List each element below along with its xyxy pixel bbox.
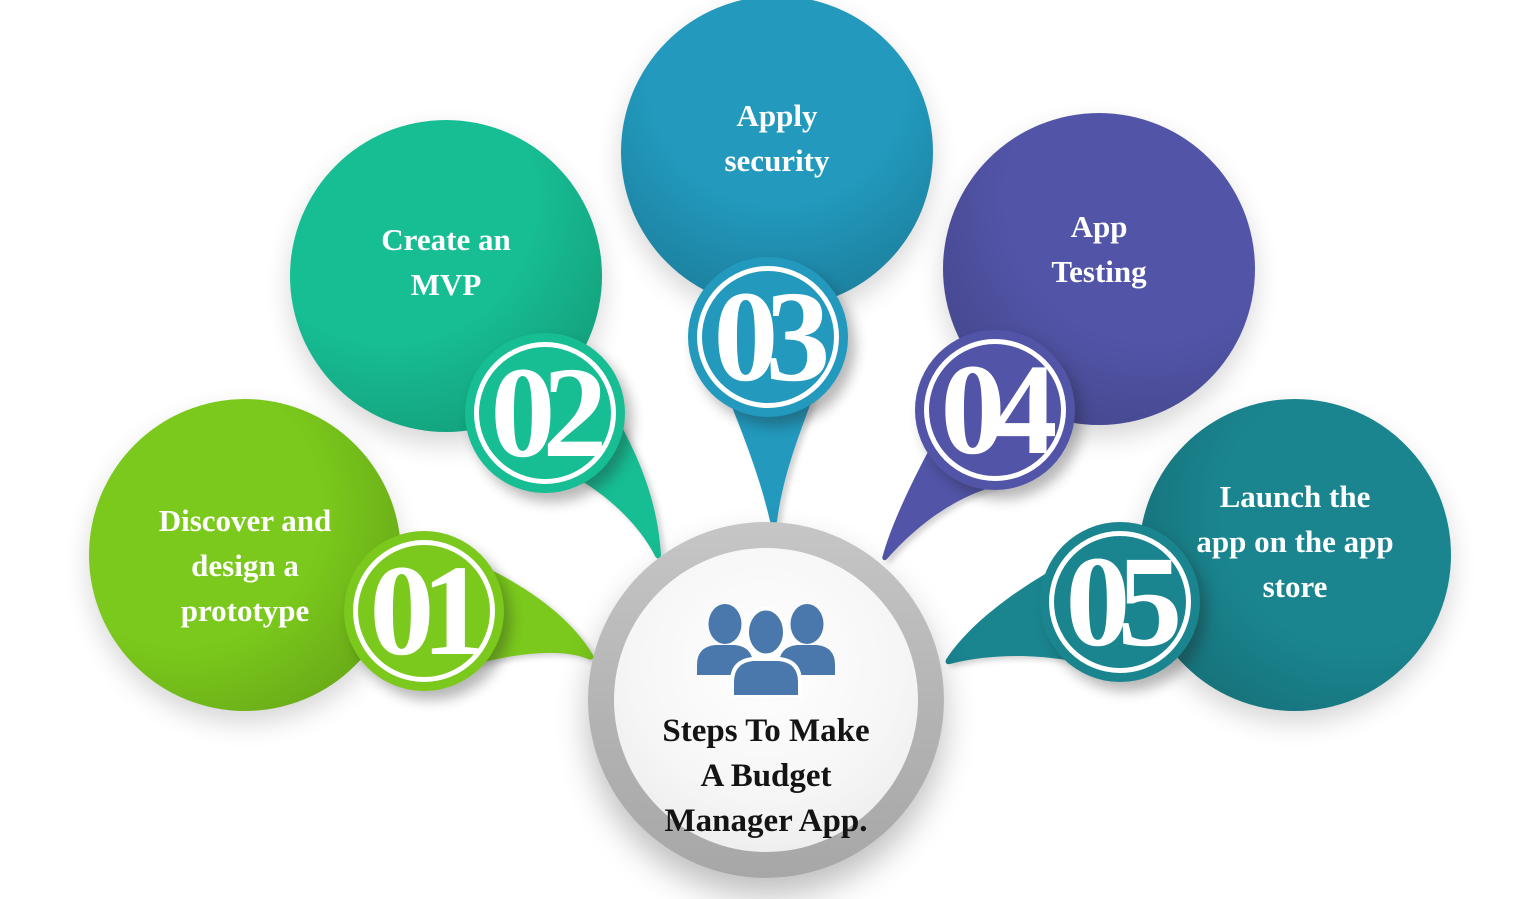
number-ring <box>353 540 495 682</box>
step-3-label: Apply security <box>621 0 933 294</box>
label-line: Testing <box>1051 254 1147 289</box>
step-5-bubble: Launch the app on the app store <box>1139 399 1451 711</box>
number-ring <box>924 339 1066 481</box>
title-line: A Budget <box>700 757 832 794</box>
number-ring <box>697 266 839 408</box>
step-2-number-badge: 02 <box>465 333 625 493</box>
step-5-number: 05 <box>1065 530 1182 674</box>
step-1-number-badge: 01 <box>344 531 504 691</box>
label-line: security <box>724 143 830 178</box>
step-2-label: Create an MVP <box>290 106 602 418</box>
step-5-label: Launch the app on the app store <box>1139 385 1451 697</box>
number-ring <box>1049 531 1191 673</box>
label-line: prototype <box>180 592 310 628</box>
label-line: Apply <box>736 98 818 133</box>
step-3-bubble: Apply security <box>621 0 933 308</box>
step-2-bubble: Create an MVP <box>290 120 602 432</box>
bubble-shade <box>621 0 933 308</box>
title-line: Steps To Make <box>662 712 870 749</box>
step-2-number: 02 <box>490 341 607 485</box>
label-line: MVP <box>410 267 482 302</box>
label-line: Launch the <box>1219 478 1371 514</box>
step-5-number-badge: 05 <box>1040 522 1200 682</box>
bubble-shade <box>1139 399 1451 711</box>
step-3-number-badge: 03 <box>688 257 848 417</box>
title-line: Manager App. <box>664 802 868 839</box>
step-1-number: 01 <box>369 539 486 683</box>
center-content: Steps To Make A Budget Manager App. <box>662 601 870 844</box>
label-line: Create an <box>381 222 511 257</box>
label-line: store <box>1262 568 1328 604</box>
step-1-label: Discover and design a prototype <box>89 409 401 721</box>
number-ring <box>474 342 616 484</box>
step-4-number-badge: 04 <box>915 330 1075 490</box>
step-1-bubble: Discover and design a prototype <box>89 399 401 711</box>
center-inner-disc: Steps To Make A Budget Manager App. <box>614 548 918 852</box>
center-title: Steps To Make A Budget Manager App. <box>662 709 869 844</box>
step-3-number: 03 <box>713 265 830 409</box>
label-line: App <box>1070 209 1128 244</box>
people-group-icon <box>697 603 835 697</box>
label-line: design a <box>191 547 299 583</box>
label-line: Discover and <box>158 502 332 538</box>
step-4-number: 04 <box>940 338 1057 482</box>
center-circle: Steps To Make A Budget Manager App. <box>588 522 944 878</box>
step-4-label: App Testing <box>943 93 1255 405</box>
label-line: app on the app <box>1196 523 1394 559</box>
bubble-shade <box>89 399 401 711</box>
